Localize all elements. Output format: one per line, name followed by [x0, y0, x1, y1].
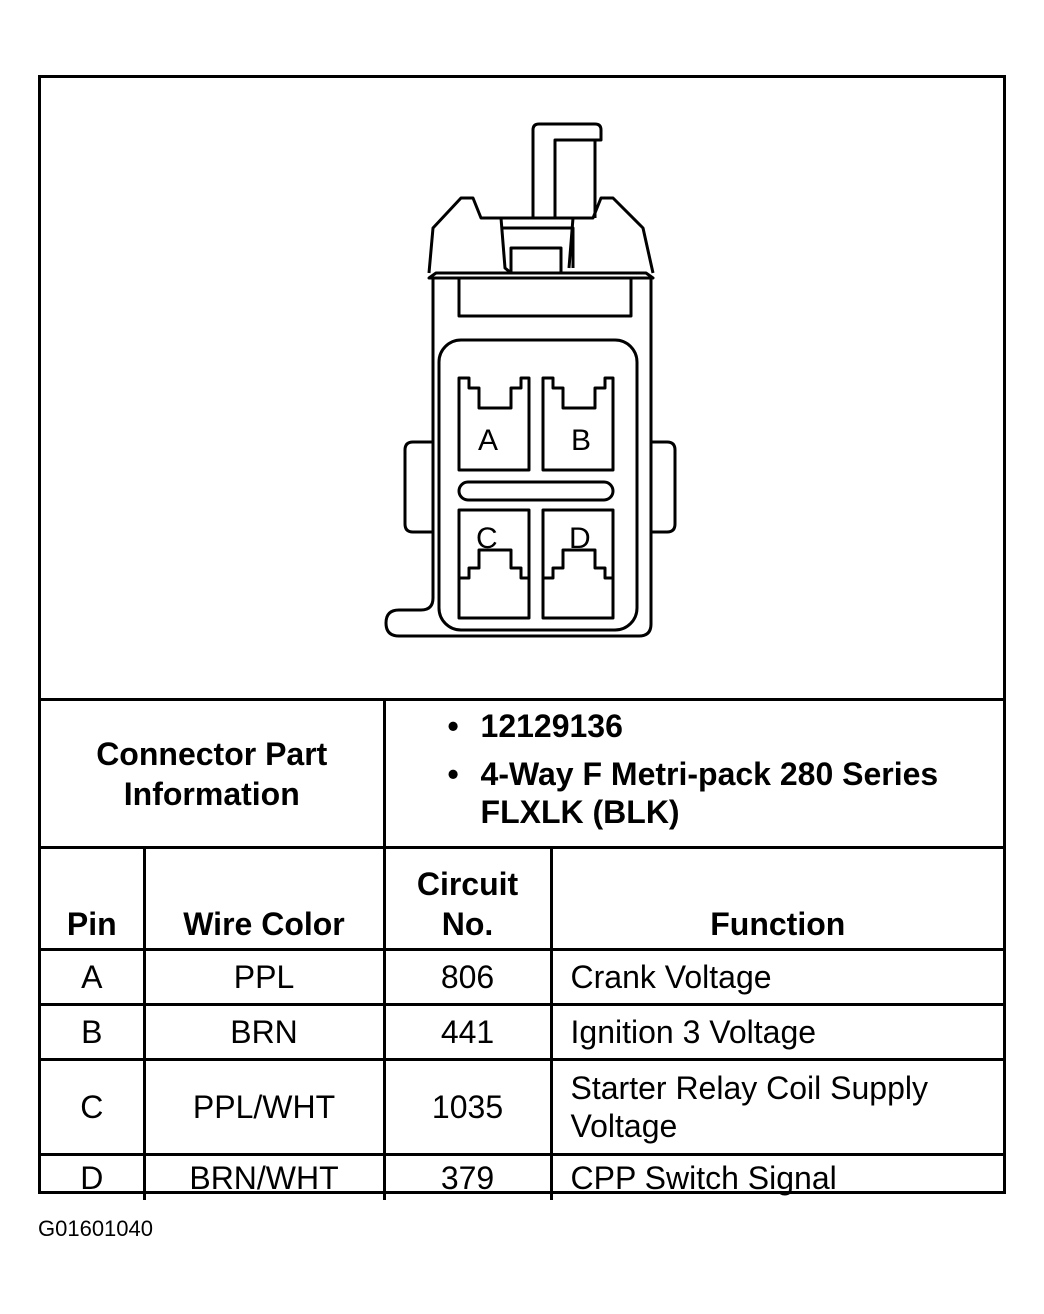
cell-function-line2: Voltage	[570, 1108, 678, 1144]
connector-table: Connector Part Information 12129136 4-Wa…	[41, 698, 1004, 1200]
part-description-line1: 4-Way F Metri-pack 280 Series	[480, 756, 939, 792]
diagram-frame: A B C D Connector Part Information 12129…	[38, 75, 1006, 1200]
pin-label-d: D	[569, 522, 591, 555]
header-wire-color: Wire Color	[142, 846, 386, 951]
cell-pin: D	[41, 1153, 146, 1200]
part-description: 4-Way F Metri-pack 280 Series FLXLK (BLK…	[386, 755, 1004, 831]
cell-circuit: 441	[382, 1003, 553, 1061]
part-info-label-line2: Information	[123, 775, 300, 812]
cell-circuit: 806	[382, 948, 553, 1006]
header-circuit: Circuit No.	[382, 846, 553, 951]
header-pin: Pin	[41, 846, 146, 951]
cell-function: CPP Switch Signal	[549, 1153, 1004, 1200]
table-row: D BRN/WHT 379 CPP Switch Signal	[41, 1153, 1004, 1200]
cell-circuit: 1035	[382, 1058, 553, 1156]
table-row: C PPL/WHT 1035 Starter Relay Coil Supply…	[41, 1058, 1004, 1156]
cell-pin: C	[41, 1058, 146, 1156]
pin-label-c: C	[476, 522, 498, 555]
cell-pin: B	[41, 1003, 146, 1061]
cell-function: Ignition 3 Voltage	[549, 1003, 1004, 1061]
figure-id: G01601040	[38, 1216, 153, 1241]
cell-wire-color: PPL	[142, 948, 386, 1006]
pin-label-b: B	[571, 424, 592, 457]
cell-function: Starter Relay Coil Supply Voltage	[549, 1058, 1004, 1156]
cell-pin: A	[41, 948, 146, 1006]
cell-wire-color: PPL/WHT	[142, 1058, 386, 1156]
cell-circuit: 379	[382, 1153, 553, 1200]
cell-function: Crank Voltage	[549, 948, 1004, 1006]
cell-wire-color: BRN	[142, 1003, 386, 1061]
connector-illustration	[384, 122, 677, 638]
part-info-label-line1: Connector Part	[96, 735, 328, 772]
part-description-line2: FLXLK (BLK)	[480, 794, 680, 830]
header-circuit-line1: Circuit	[416, 866, 519, 902]
pin-label-a: A	[478, 424, 499, 457]
table-row: B BRN 441 Ignition 3 Voltage	[41, 1003, 1004, 1061]
cell-function-line1: Starter Relay Coil Supply	[570, 1070, 928, 1106]
table-header-row: Pin Wire Color Circuit No. Function	[41, 846, 1004, 951]
cell-wire-color: BRN/WHT	[142, 1153, 386, 1200]
part-info-list: 12129136 4-Way F Metri-pack 280 Series F…	[386, 707, 1004, 831]
table-row: A PPL 806 Crank Voltage	[41, 948, 1004, 1006]
part-info-label-cell: Connector Part Information	[41, 698, 386, 849]
part-info-details-cell: 12129136 4-Way F Metri-pack 280 Series F…	[382, 698, 1004, 849]
part-number: 12129136	[386, 707, 1004, 745]
header-circuit-line2: No.	[441, 906, 494, 942]
part-info-row: Connector Part Information 12129136 4-Wa…	[41, 698, 1004, 849]
connector-drawing: A B C D	[41, 78, 1003, 698]
header-function: Function	[549, 846, 1004, 951]
